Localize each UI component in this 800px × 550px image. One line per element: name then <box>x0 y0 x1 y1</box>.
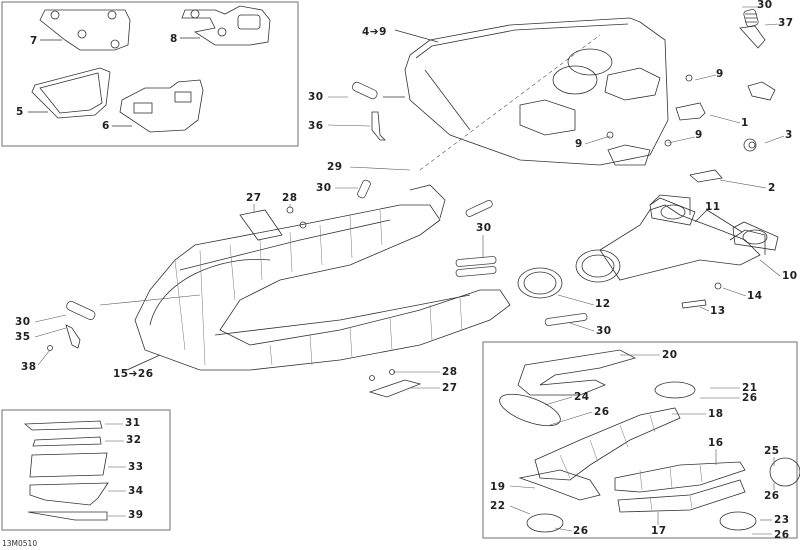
callout-26: 26 <box>594 406 610 418</box>
callout-30: 30 <box>15 316 31 328</box>
callout-27: 27 <box>442 382 458 394</box>
callout-7: 7 <box>30 35 38 47</box>
callout-2: 2 <box>768 182 776 194</box>
callout-6: 6 <box>102 120 110 132</box>
callout-27: 27 <box>246 192 262 204</box>
callout-14: 14 <box>747 290 763 302</box>
callout-26: 26 <box>774 529 790 541</box>
callout-35: 35 <box>15 331 31 343</box>
callout-12: 12 <box>595 298 611 310</box>
callout-22: 22 <box>490 500 506 512</box>
callout-16: 16 <box>708 437 724 449</box>
pipe-inset-box <box>482 341 798 539</box>
callout-38: 38 <box>21 361 37 373</box>
springs <box>66 8 759 326</box>
inset-clamps <box>499 381 800 533</box>
callout-26: 26 <box>764 490 780 502</box>
callout-26: 26 <box>742 392 758 404</box>
inset-pipe-sections <box>518 407 746 513</box>
callout-25: 25 <box>764 445 780 457</box>
callout-9: 9 <box>716 68 724 80</box>
part-7-gasket <box>39 9 131 51</box>
callout-21: 21 <box>742 382 758 394</box>
callout-18: 18 <box>708 408 724 420</box>
callout-13: 13 <box>710 305 726 317</box>
callout-30: 30 <box>476 222 492 234</box>
callout-15-26: 15➔26 <box>113 368 154 380</box>
callout-9: 9 <box>695 129 703 141</box>
part-15-exhaust-pipe <box>126 184 511 371</box>
callout-31: 31 <box>125 417 141 429</box>
drawing-code: 13M0510 <box>2 539 38 548</box>
callout-30: 30 <box>596 325 612 337</box>
part-20-insulation <box>517 349 637 396</box>
part-10-exhaust-manifold <box>599 194 766 281</box>
small-hardware <box>47 25 776 398</box>
callout-19: 19 <box>490 481 506 493</box>
callout-23: 23 <box>774 514 790 526</box>
shields-inset-box <box>1 409 171 531</box>
callout-34: 34 <box>128 485 144 497</box>
callout-24: 24 <box>574 391 590 403</box>
callout-4-9: 4➔9 <box>362 26 387 38</box>
part-11-gaskets <box>649 197 779 251</box>
callout-8: 8 <box>170 33 178 45</box>
part-6-heat-shield <box>112 79 204 133</box>
callout-28: 28 <box>442 366 458 378</box>
callout-37: 37 <box>778 17 794 29</box>
callout-30: 30 <box>316 182 332 194</box>
callout-33: 33 <box>128 461 144 473</box>
part-8-gasket <box>180 5 271 46</box>
callout-9: 9 <box>575 138 583 150</box>
callout-30: 30 <box>757 0 773 11</box>
part-5-heat-shield <box>28 67 111 119</box>
leader-lines <box>34 6 785 535</box>
callout-5: 5 <box>16 106 24 118</box>
callout-32: 32 <box>126 434 142 446</box>
callout-36: 36 <box>308 120 324 132</box>
part-12-collar <box>517 249 621 299</box>
callout-20: 20 <box>662 349 678 361</box>
part-4-muffler-assembly <box>383 17 669 166</box>
callout-30: 30 <box>308 91 324 103</box>
callout-17: 17 <box>651 525 667 537</box>
callout-1: 1 <box>741 117 749 129</box>
shield-plates <box>23 420 109 521</box>
callout-39: 39 <box>128 509 144 521</box>
callout-29: 29 <box>327 161 343 173</box>
callout-3: 3 <box>785 129 793 141</box>
callout-26: 26 <box>573 525 589 537</box>
callout-10: 10 <box>782 270 798 282</box>
callout-28: 28 <box>282 192 298 204</box>
callout-11: 11 <box>705 201 721 213</box>
gaskets-inset-box <box>1 1 299 147</box>
